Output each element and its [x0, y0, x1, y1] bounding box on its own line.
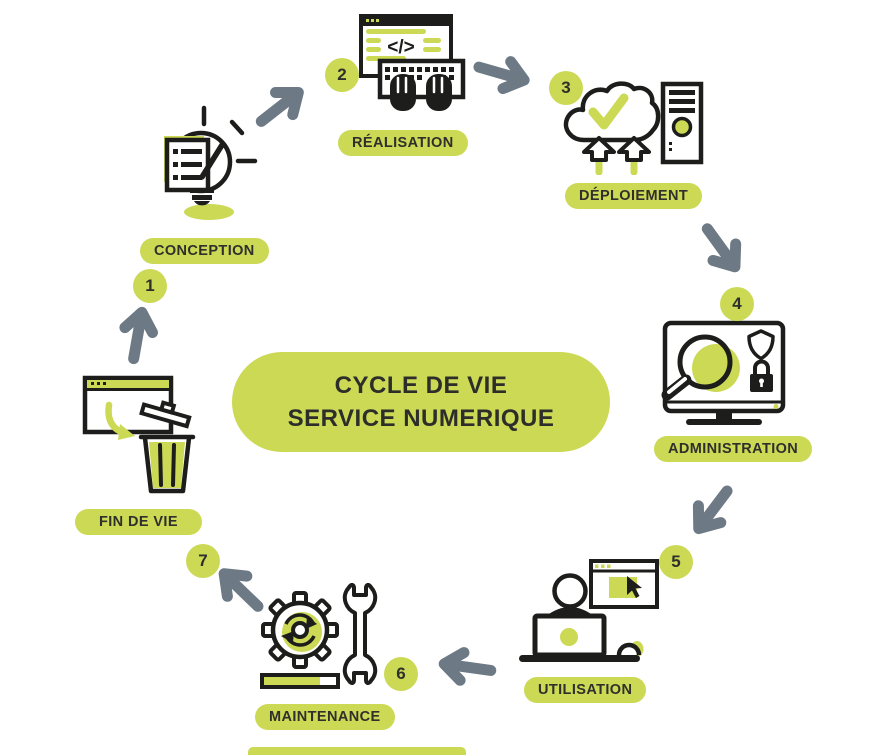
- utilisation-label: UTILISATION: [524, 677, 647, 703]
- utilisation-number-badge: 5: [659, 545, 693, 579]
- conception-number-badge: 1: [133, 269, 167, 303]
- cropped-label-pill: [248, 747, 466, 755]
- arrow-fin-de-vie-to-conception-icon: [119, 306, 158, 365]
- arrow-realisation-to-deploiement-icon: [473, 56, 530, 95]
- monitor-magnifier-security-icon: [661, 320, 786, 425]
- code-symbol: </>: [387, 37, 414, 58]
- arrow-maintenance-to-fin-de-vie-icon: [218, 568, 264, 612]
- realisation-label: RÉALISATION: [338, 130, 468, 156]
- fin-de-vie-label: FIN DE VIE: [75, 509, 202, 535]
- arrow-conception-to-realisation-icon: [255, 86, 304, 127]
- code-window-keyboard-icon: </>: [359, 14, 466, 111]
- center-title-pill: CYCLE DE VIE SERVICE NUMERIQUE: [232, 352, 610, 452]
- title-line-2: SERVICE NUMERIQUE: [287, 405, 555, 432]
- deploiement-label: DÉPLOIEMENT: [565, 183, 703, 209]
- user-laptop-browser-icon: [519, 559, 659, 662]
- idea-lightbulb-notepad-icon: [164, 105, 258, 220]
- maintenance-number-badge: 6: [384, 657, 418, 691]
- window-trash-icon: [82, 375, 196, 494]
- cloud-upload-server-icon: [563, 81, 704, 175]
- realisation-number-badge: 2: [325, 58, 359, 92]
- title-line-1: CYCLE DE VIE: [334, 372, 508, 399]
- administration-label: ADMINISTRATION: [654, 436, 813, 462]
- arrow-deploiement-to-administration-icon: [701, 223, 742, 273]
- arrow-utilisation-to-maintenance-icon: [438, 647, 497, 686]
- deploiement-number-badge: 3: [549, 71, 583, 105]
- fin-de-vie-number-badge: 7: [186, 544, 220, 578]
- conception-label: CONCEPTION: [140, 238, 269, 264]
- administration-number-badge: 4: [720, 287, 754, 321]
- arrow-administration-to-utilisation-icon: [692, 485, 733, 535]
- maintenance-label: MAINTENANCE: [255, 704, 395, 730]
- gear-wrench-icon: [260, 582, 378, 689]
